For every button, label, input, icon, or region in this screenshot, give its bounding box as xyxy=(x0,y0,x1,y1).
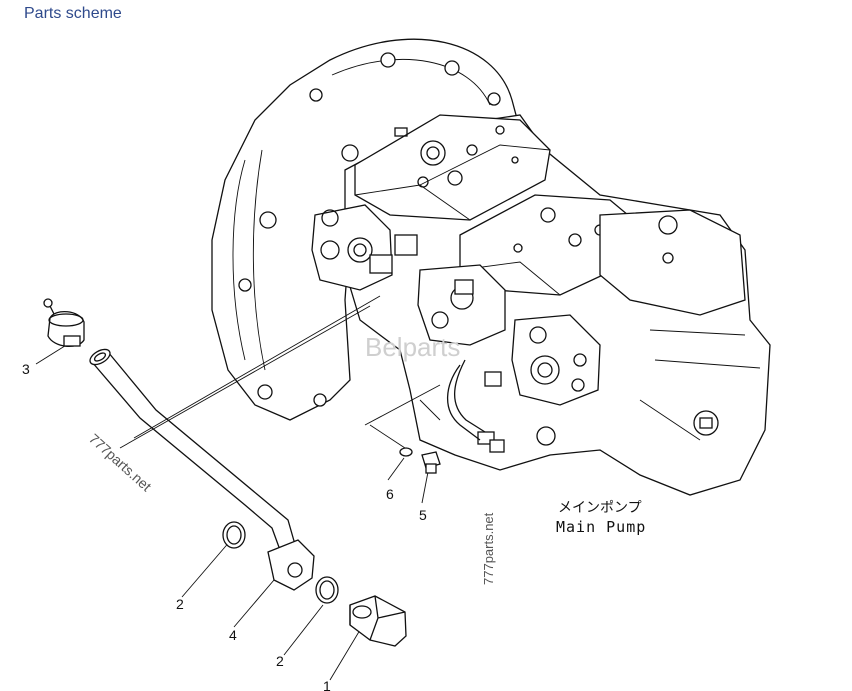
part-3-breather xyxy=(43,298,85,347)
part-2-orings xyxy=(222,521,339,604)
callout-1: 1 xyxy=(323,678,331,691)
page-title: Parts scheme xyxy=(24,5,122,22)
leader-lines xyxy=(35,295,441,681)
watermark-777parts-vertical: 777parts.net xyxy=(481,512,496,585)
part-1-bolt xyxy=(349,595,407,647)
part-4-tube xyxy=(89,348,315,591)
callout-2-lower: 2 xyxy=(276,653,284,669)
callout-2-upper: 2 xyxy=(176,596,184,612)
label-main-pump-english: Main Pump xyxy=(556,518,646,536)
callout-4: 4 xyxy=(229,627,237,643)
callout-3: 3 xyxy=(22,361,30,377)
callout-6: 6 xyxy=(386,486,394,502)
watermark-belparts: Belparts xyxy=(365,332,460,362)
part-6-seal xyxy=(399,447,413,457)
callout-5: 5 xyxy=(419,507,427,523)
main-pump-illustration xyxy=(211,38,771,496)
label-main-pump-japanese: メインポンプ xyxy=(558,500,642,516)
part-5-plug xyxy=(421,451,441,474)
watermark-777parts-diagonal: 777parts.net xyxy=(86,430,155,494)
